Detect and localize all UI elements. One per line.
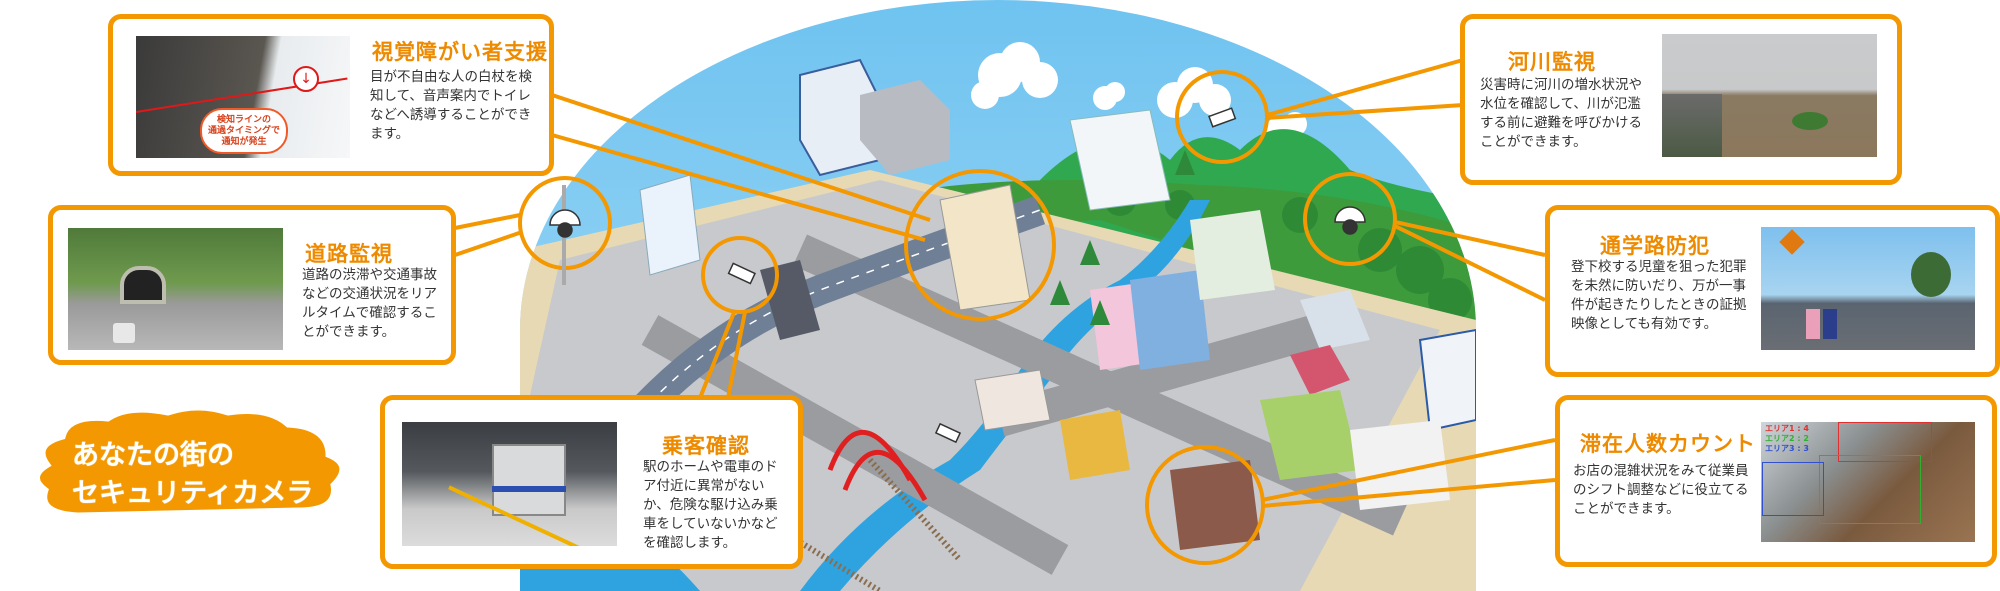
buildings	[639, 58, 1476, 550]
card-description: 駅のホームや電車のドア付近に異常がないか、危険な駆け込み乗車をしていないかなどを…	[643, 458, 778, 553]
description-line: 水位を確認して、川が氾濫	[1480, 96, 1641, 112]
bullet-camera-icon	[1208, 107, 1237, 128]
trees	[1050, 150, 1195, 325]
description-line: を未然に防いだり、万が一事	[1571, 278, 1746, 294]
description-line: のシフト調整などに役立てる	[1573, 482, 1749, 498]
card-description: 目が不自由な人の白杖を検知して、音声案内でトイレなどへ誘導することができます。	[370, 68, 532, 144]
callout-leaders	[454, 58, 1556, 508]
caption-line: 検知ラインの	[216, 115, 271, 125]
photo-flooded-river	[1662, 34, 1877, 157]
card-title: 滞在人数カウント	[1580, 432, 1756, 456]
card-title: 道路監視	[305, 242, 393, 266]
dome-camera-icon	[549, 185, 581, 285]
description-line: 知して、音声案内でトイレ	[370, 88, 531, 104]
red-bridge	[827, 429, 928, 502]
description-line: 映像としても有効です。	[1571, 316, 1718, 332]
description-line: とができます。	[302, 324, 396, 340]
card-description: お店の混雑状況をみて従業員のシフト調整などに役立てることができます。	[1573, 462, 1749, 519]
photo-school-route	[1761, 227, 1975, 350]
description-line: ます。	[370, 126, 410, 142]
description-line: などへ誘導することができ	[370, 107, 532, 123]
description-line: ルタイムで確認するこ	[302, 305, 437, 321]
photo-caption-bubble: 検知ラインの 通過タイミングで 通知が発生	[200, 108, 288, 154]
card-title: 視覚障がい者支援	[372, 40, 548, 64]
logo-cloud	[35, 405, 345, 518]
description-line: お店の混雑状況をみて従業員	[1573, 463, 1749, 479]
description-line: ことができます。	[1573, 501, 1680, 517]
card-description: 道路の渋滞や交通事故などの交通状況をリアルタイムで確認することができます。	[302, 266, 437, 342]
bullet-camera-icon	[934, 422, 962, 444]
arrow-down-icon: ↓	[293, 66, 319, 92]
description-line: 災害時に河川の増水状況や	[1480, 77, 1642, 93]
card-description: 登下校する児童を狙った犯罪を未然に防いだり、万が一事件が起きたりしたときの証拠映…	[1571, 258, 1747, 334]
photo-cafe-people-count: エリア1 : 4 エリア2 : 2 エリア3 : 3	[1761, 422, 1975, 542]
dome-camera-icon	[1334, 206, 1366, 235]
description-line: か、危険な駆け込み乗	[643, 497, 778, 513]
photo-train-platform	[402, 422, 617, 546]
school-camera-circle	[1303, 172, 1397, 266]
description-line: 件が起きたりしたときの証拠	[1571, 297, 1747, 313]
card-description: 災害時に河川の増水状況や水位を確認して、川が氾濫する前に避難を呼びかけることがで…	[1480, 76, 1642, 152]
description-line: 登下校する児童を狙った犯罪	[1571, 259, 1747, 275]
river-camera-circle	[1175, 70, 1269, 164]
caption-line: 通知が発生	[221, 137, 267, 147]
description-line: 車をしていないかなど	[643, 516, 778, 532]
photo-highway-tunnel	[68, 228, 283, 350]
description-line: ア付近に異常がない	[643, 478, 765, 494]
card-title: 通学路防犯	[1600, 234, 1710, 258]
description-line: 目が不自由な人の白杖を検	[370, 69, 532, 85]
bullet-camera-icon	[727, 262, 756, 285]
description-line: などの交通状況をリア	[302, 286, 437, 302]
camera-icons	[549, 107, 1366, 444]
shop-camera-circle	[1145, 445, 1265, 565]
caption-line: 通過タイミングで	[207, 126, 280, 136]
description-line: 駅のホームや電車のド	[643, 459, 778, 475]
station-camera-circle	[701, 236, 779, 314]
card-title: 河川監視	[1508, 50, 1596, 74]
description-line: 道路の渋滞や交通事故	[302, 267, 437, 283]
logo-title: あなたの街の セキュリティカメラ	[72, 440, 314, 509]
card-title: 乗客確認	[662, 434, 750, 458]
description-line: を確認します。	[643, 535, 737, 551]
description-line: ことができます。	[1480, 134, 1587, 150]
building-camera-circle	[904, 169, 1056, 321]
photo-white-cane: ↓ 検知ラインの 通過タイミングで 通知が発生	[136, 36, 350, 158]
description-line: する前に避難を呼びかける	[1480, 115, 1642, 131]
